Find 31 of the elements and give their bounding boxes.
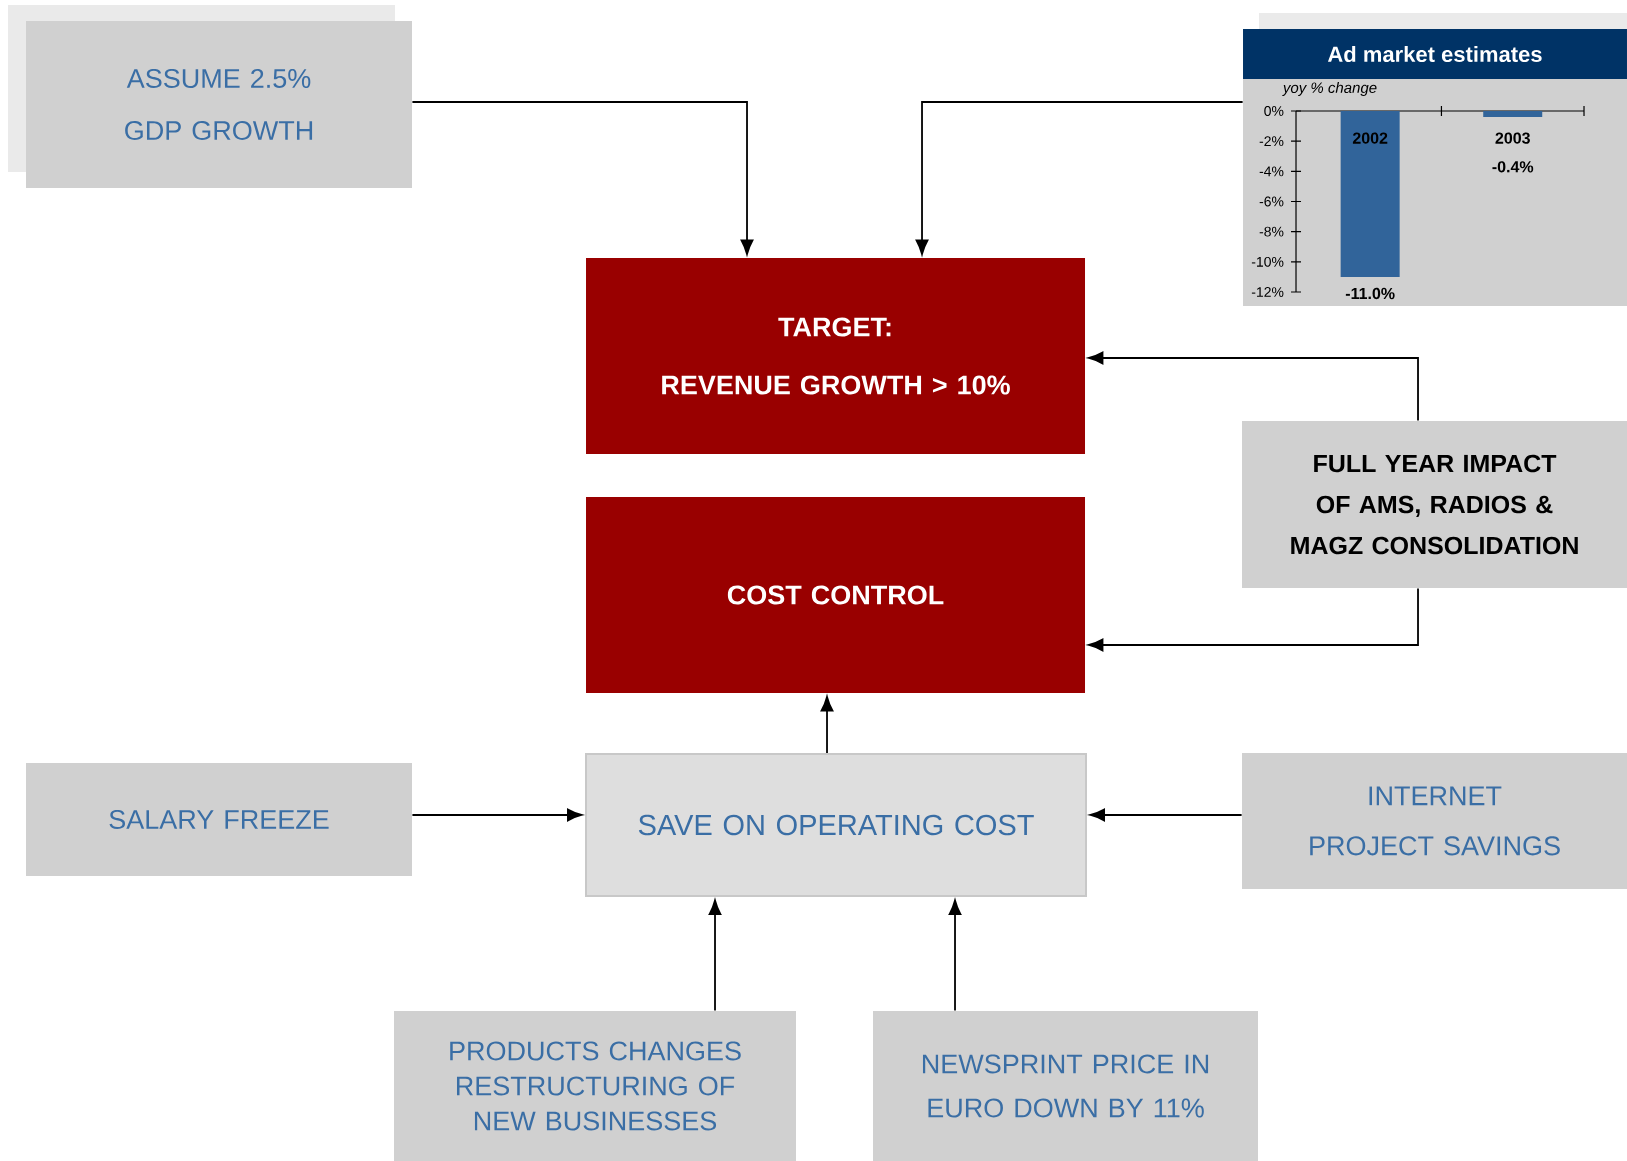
y-tick-label: -4% xyxy=(1259,166,1284,177)
target-box: COST CONTROL xyxy=(586,497,1085,693)
arrow xyxy=(820,696,834,754)
arrow xyxy=(915,101,1244,255)
input-box: ASSUME 2.5% GDP GROWTH xyxy=(26,21,412,188)
input-box: NEWSPRINT PRICE IN EURO DOWN BY 11% xyxy=(873,1011,1258,1161)
y-tick-label: -8% xyxy=(1259,226,1284,237)
arrow xyxy=(948,899,962,1012)
text: -11.0% xyxy=(1345,287,1395,300)
arrow xyxy=(1089,808,1243,822)
y-tick-label: 0% xyxy=(1264,106,1284,116)
y-tick-label: -12% xyxy=(1251,287,1284,297)
arrow xyxy=(1088,351,1419,422)
y-tick-label: -2% xyxy=(1259,136,1284,147)
target-box: TARGET: REVENUE GROWTH > 10% xyxy=(586,258,1085,454)
x-tick-label: 2003 xyxy=(1495,132,1530,144)
arrow xyxy=(708,899,722,1012)
x-tick-label: 2002 xyxy=(1352,132,1388,144)
input-box: INTERNET PROJECT SAVINGS xyxy=(1242,753,1627,889)
arrow xyxy=(411,101,754,255)
y-tick-label: -6% xyxy=(1259,196,1284,207)
process-box: SAVE ON OPERATING COST xyxy=(585,753,1087,897)
y-tick-label: -10% xyxy=(1251,256,1284,267)
y-axis-title: yoy % change xyxy=(1282,82,1377,96)
input-box: PRODUCTS CHANGES RESTRUCTURING OF NEW BUSINESSES xyxy=(394,1011,796,1161)
arrow xyxy=(411,808,583,822)
panel-header: Ad market estimates xyxy=(1243,29,1627,79)
arrow xyxy=(1088,587,1419,652)
input-box: SALARY FREEZE xyxy=(26,763,412,876)
text: -0.4% xyxy=(1492,161,1534,173)
input-box: FULL YEAR IMPACT OF AMS, RADIOS & MAGZ CONSOLIDATION xyxy=(1242,421,1627,588)
